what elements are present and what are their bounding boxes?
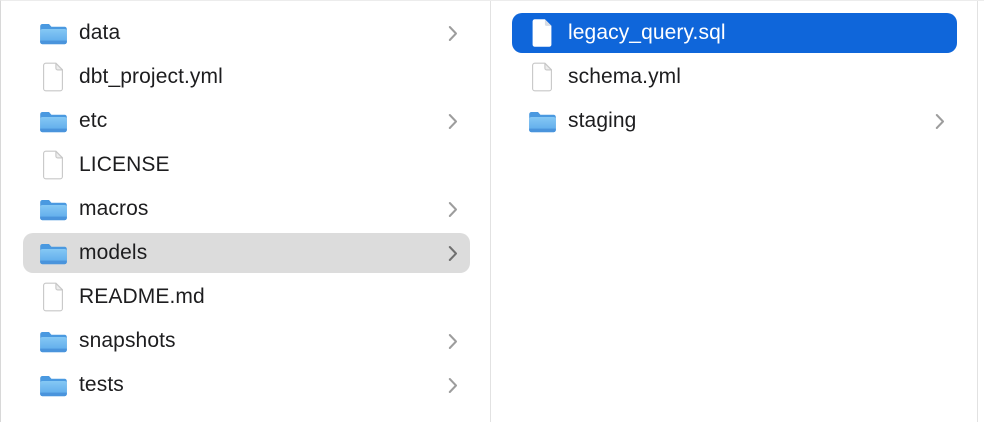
- item-label: legacy_query.sql: [568, 21, 726, 44]
- list-item-tests[interactable]: tests: [23, 365, 470, 405]
- document-icon: [43, 150, 63, 180]
- empty-next-column: [978, 1, 984, 422]
- document-icon: [43, 62, 63, 92]
- chevron-right-icon: [448, 245, 458, 262]
- chevron-right-icon: [448, 113, 458, 130]
- item-label: data: [79, 21, 121, 44]
- folder-icon: [39, 24, 67, 45]
- item-label: LICENSE: [79, 153, 170, 176]
- list-item-legacy-query-sql[interactable]: legacy_query.sql: [512, 13, 957, 53]
- item-label: snapshots: [79, 329, 176, 352]
- chevron-right-icon: [448, 377, 458, 394]
- list-item-readme-md[interactable]: README.md: [23, 277, 470, 317]
- file-column-child: legacy_query.sql schema.yml staging: [491, 1, 978, 422]
- file-column-parent: data dbt_project.yml etc: [1, 1, 491, 422]
- list-item-snapshots[interactable]: snapshots: [23, 321, 470, 361]
- item-label: macros: [79, 197, 149, 220]
- item-label: dbt_project.yml: [79, 65, 223, 88]
- item-label: models: [79, 241, 148, 264]
- document-icon: [43, 282, 63, 312]
- item-label: README.md: [79, 285, 205, 308]
- item-label: tests: [79, 373, 124, 396]
- folder-icon: [39, 332, 67, 353]
- list-item-license[interactable]: LICENSE: [23, 145, 470, 185]
- list-item-staging[interactable]: staging: [512, 101, 957, 141]
- chevron-right-icon: [448, 25, 458, 42]
- folder-icon: [528, 112, 556, 133]
- document-icon: [532, 19, 552, 47]
- list-item-dbt-project-yml[interactable]: dbt_project.yml: [23, 57, 470, 97]
- chevron-right-icon: [448, 201, 458, 218]
- folder-icon: [39, 376, 67, 397]
- list-item-macros[interactable]: macros: [23, 189, 470, 229]
- chevron-right-icon: [935, 113, 945, 130]
- list-item-models[interactable]: models: [23, 233, 470, 273]
- list-item-etc[interactable]: etc: [23, 101, 470, 141]
- chevron-right-icon: [448, 333, 458, 350]
- item-label: etc: [79, 109, 108, 132]
- item-label: staging: [568, 109, 637, 132]
- item-label: schema.yml: [568, 65, 682, 88]
- folder-icon: [39, 200, 67, 221]
- document-icon: [532, 62, 552, 92]
- folder-icon: [39, 112, 67, 133]
- list-item-schema-yml[interactable]: schema.yml: [512, 57, 957, 97]
- folder-icon: [39, 244, 67, 265]
- list-item-data[interactable]: data: [23, 13, 470, 53]
